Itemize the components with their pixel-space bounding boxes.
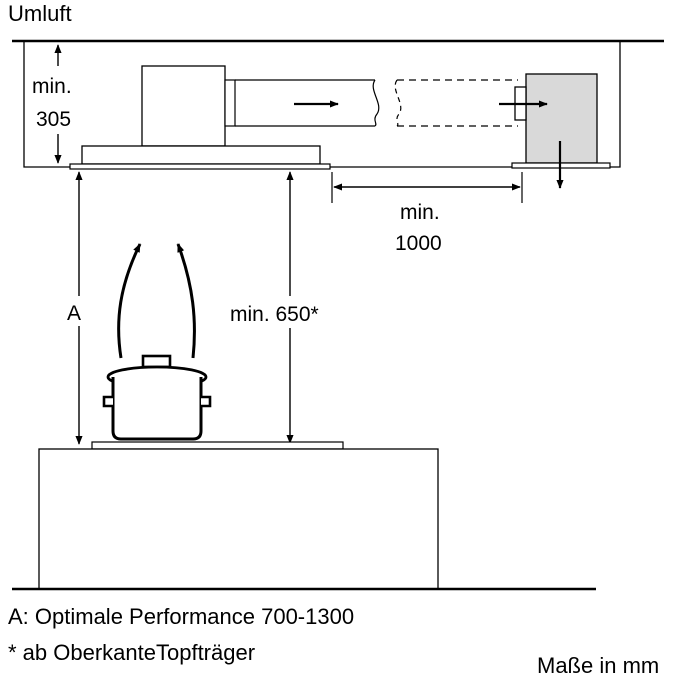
duct-break-left <box>372 79 380 127</box>
hob-distance-label-bg <box>226 296 356 328</box>
hob-surface <box>91 441 344 450</box>
hood-panel <box>81 145 321 165</box>
units-note: Maße in mm <box>537 653 659 677</box>
duct-break-right <box>394 79 402 127</box>
duct-distance-label-line2: 1000 <box>395 232 442 255</box>
pot-lid-knob <box>141 354 172 369</box>
pot-handle-left <box>102 395 113 408</box>
duct-distance-label-line1: min. <box>400 201 440 224</box>
note-a-optimal-performance: A: Optimale Performance 700-1300 <box>8 604 354 629</box>
note-asterisk: * ab OberkanteTopfträger <box>8 640 255 665</box>
ceiling-height-label-line1: min. <box>32 75 72 98</box>
duct-collar <box>224 79 236 127</box>
hob-distance-label: min. 650* <box>230 303 319 326</box>
ceiling-height-label-line2: 305 <box>36 108 71 131</box>
hood-motor-housing <box>141 65 226 147</box>
a-marker-label: A <box>67 302 81 325</box>
diagram-title: Umluft <box>8 1 72 26</box>
ceiling-height-label-bg <box>30 66 80 134</box>
filter-box <box>525 73 598 164</box>
duct-solid <box>235 79 375 127</box>
cooking-pot <box>102 354 212 441</box>
hood-base-plate <box>69 163 331 170</box>
duct-dashed <box>397 79 518 127</box>
steam-arrow-left <box>117 243 142 359</box>
steam-arrow-right <box>176 243 196 359</box>
a-label-bg <box>64 296 94 326</box>
kitchen-counter <box>38 448 439 590</box>
pot-handle-right <box>201 395 212 408</box>
pot-body <box>111 377 203 441</box>
